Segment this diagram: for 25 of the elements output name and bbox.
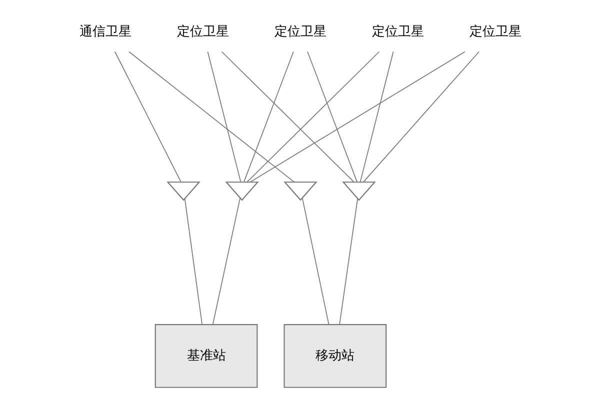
connector xyxy=(306,51,357,182)
connector xyxy=(243,51,294,182)
node-text: 定位卫星 xyxy=(176,24,229,40)
connector xyxy=(359,51,394,182)
node-box: 基准站 xyxy=(154,324,258,388)
connector xyxy=(212,198,240,325)
node-text: 定位卫星 xyxy=(468,24,521,40)
connector xyxy=(220,51,354,183)
node-text: 定位卫星 xyxy=(371,24,424,40)
node-triangle xyxy=(283,182,317,201)
connector xyxy=(246,51,380,183)
connector xyxy=(114,51,181,182)
connector xyxy=(362,51,479,182)
node-text: 定位卫星 xyxy=(274,24,326,40)
connector xyxy=(128,51,294,183)
connector xyxy=(301,198,329,325)
connector xyxy=(249,51,465,183)
node-triangle xyxy=(166,182,200,201)
node-triangle xyxy=(342,182,376,201)
node-box: 移动站 xyxy=(283,324,386,388)
connector xyxy=(184,198,202,325)
connector xyxy=(338,198,358,325)
node-triangle xyxy=(224,182,258,201)
node-text: 通信卫星 xyxy=(79,24,132,40)
connector xyxy=(206,51,241,182)
